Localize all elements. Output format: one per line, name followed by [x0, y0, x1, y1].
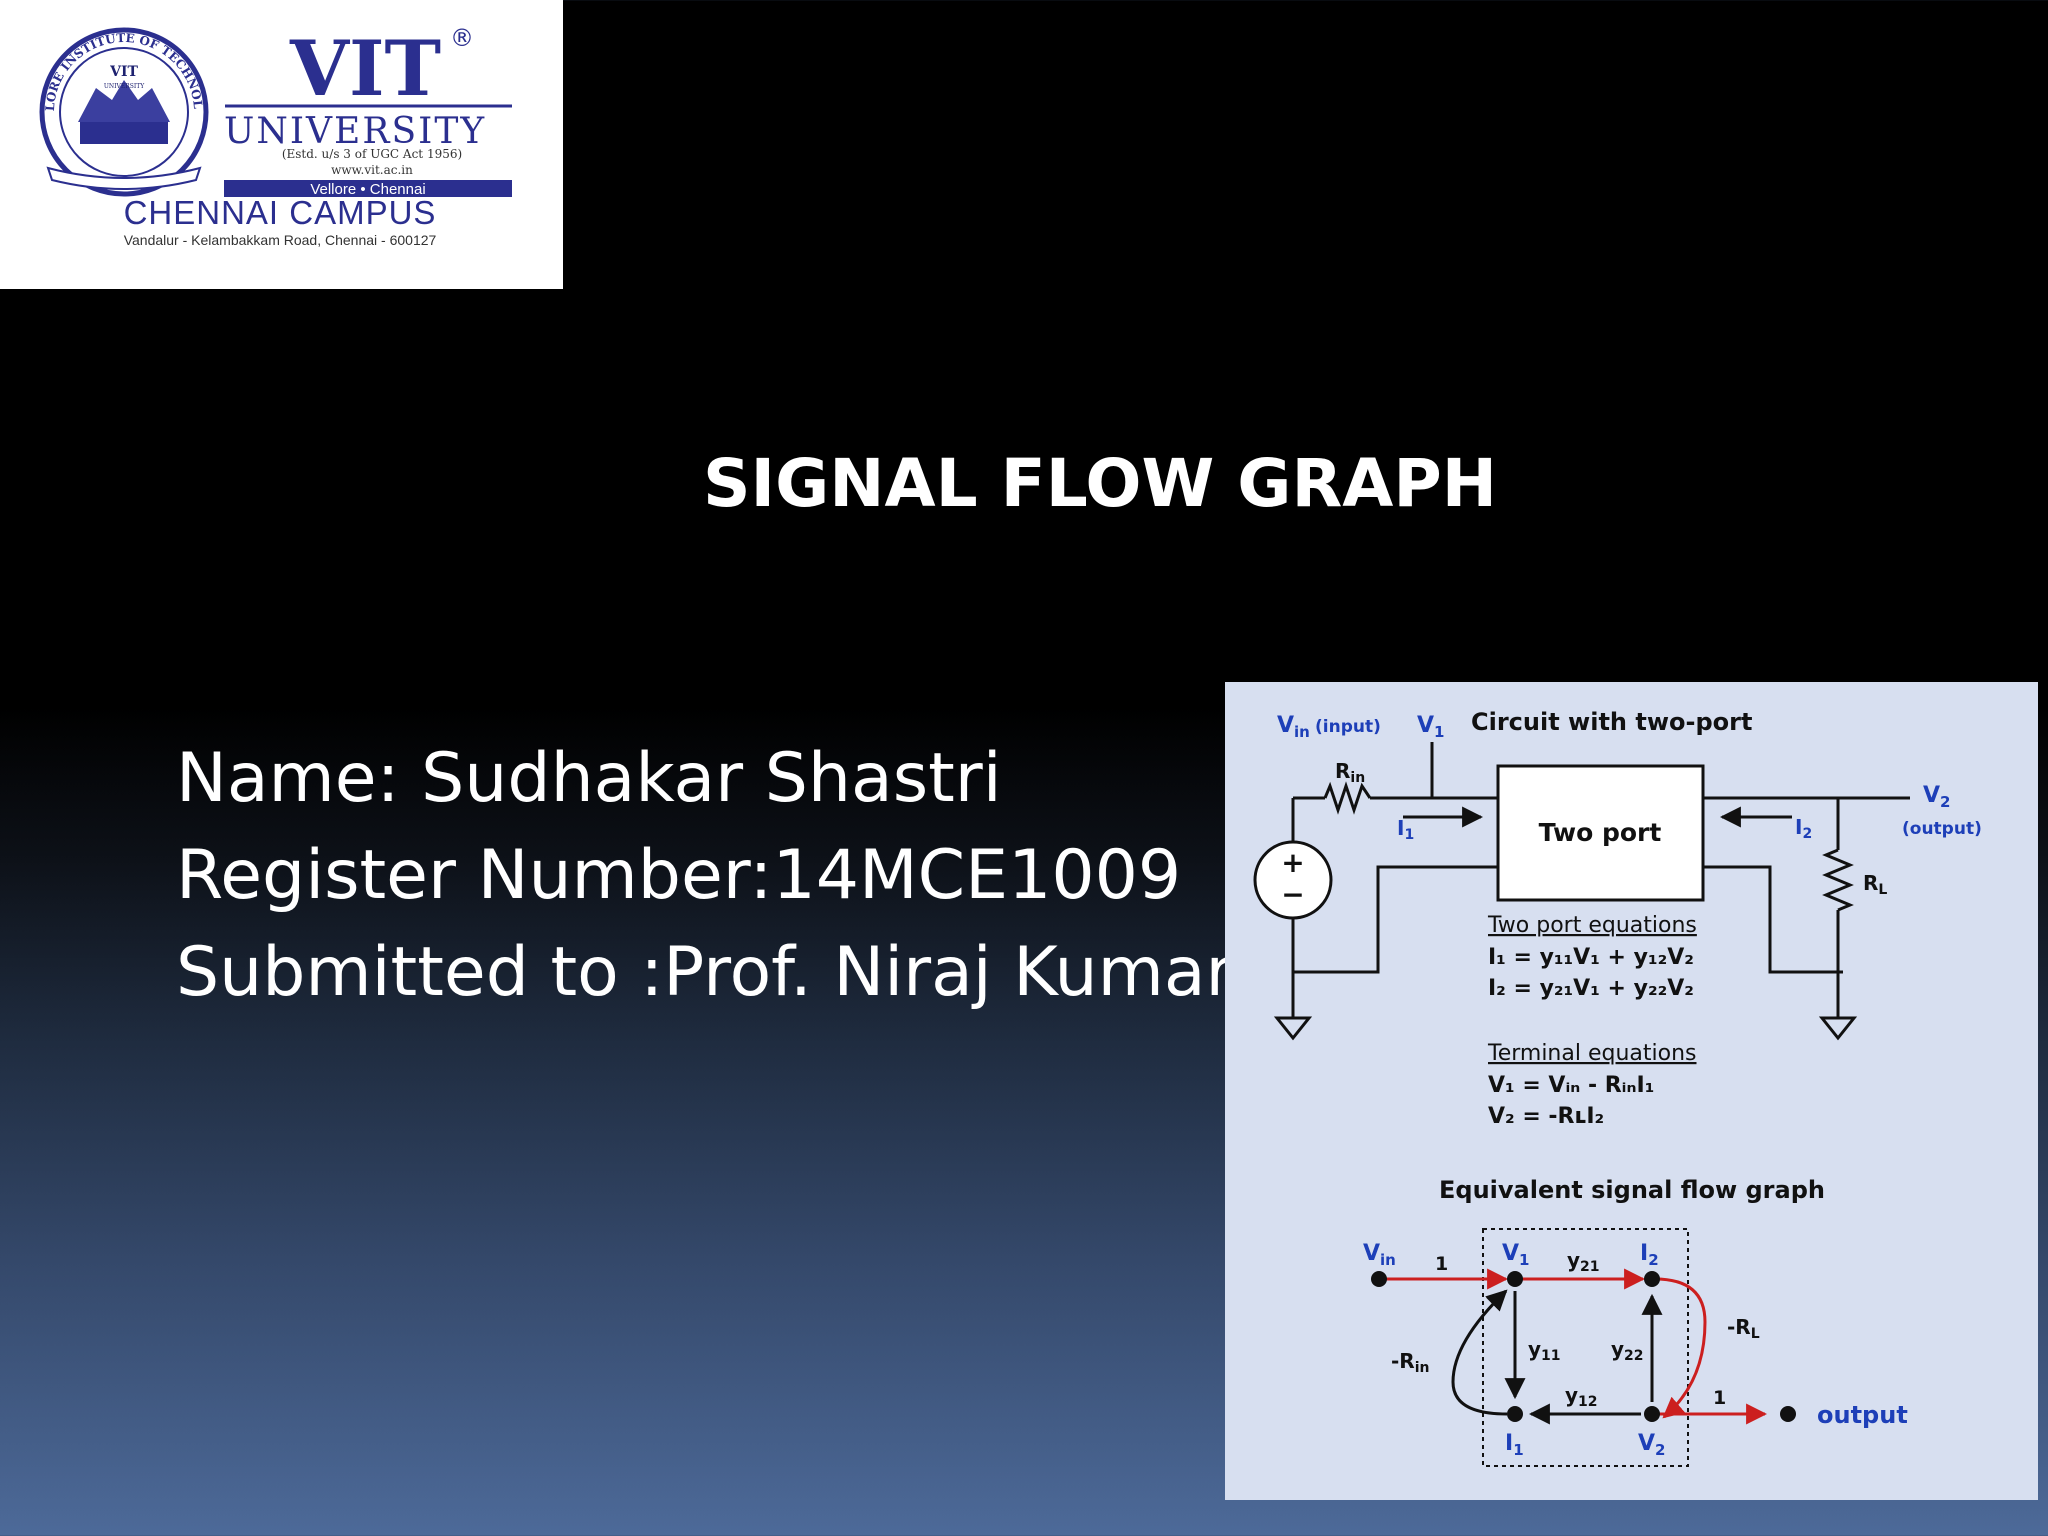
seal-inner: VIT [109, 64, 138, 80]
slide-title: SIGNAL FLOW GRAPH [703, 445, 1497, 522]
registered-mark: ® [450, 24, 474, 52]
svg-text:I2: I2 [1640, 1241, 1659, 1269]
eq-i1: I₁ = y₁₁V₁ + y₁₂V₂ [1488, 945, 1694, 970]
two-port-label: Two port [1539, 818, 1662, 847]
signal-flow-graph: Equivalent signal flow graph Vin V1 I2 I… [1363, 1176, 1908, 1467]
svg-text:y22: y22 [1611, 1337, 1644, 1364]
name-line: Name: Sudhakar Shastri [176, 739, 1002, 818]
svg-text:-Rin: -Rin [1391, 1349, 1429, 1376]
svg-text:+: + [1281, 846, 1304, 879]
svg-text:Rin: Rin [1335, 759, 1365, 786]
two-port-diagram: Vin (input) V1 Circuit with two-port [1225, 682, 2038, 1500]
seal-inner-sub: UNIVERSITY [104, 83, 145, 90]
submitted-line: Submitted to :Prof. Niraj Kumar [176, 933, 1234, 1012]
svg-text:I2: I2 [1795, 815, 1812, 842]
vin-label: Vin [1277, 713, 1310, 741]
svg-text:-RL: -RL [1727, 1315, 1760, 1342]
vit-logo: VELLORE INSTITUTE OF TECHNOLOGY VIT UNIV… [0, 0, 563, 289]
svg-text:RL: RL [1863, 871, 1887, 898]
brand-text: VIT [289, 24, 441, 113]
website-text: www.vit.ac.in [331, 163, 413, 177]
address-text: Vandalur - Kelambakkam Road, Chennai - 6… [124, 232, 437, 248]
estd-text: (Estd. u/s 3 of UGC Act 1956) [282, 147, 462, 161]
two-port-box [1496, 764, 1705, 902]
two-port-eq-title: Two port equations [1487, 913, 1697, 938]
equations: Two port equations I₁ = y₁₁V₁ + y₁₂V₂ I₂… [1487, 913, 1697, 1129]
gain-one-output: 1 [1713, 1387, 1726, 1409]
student-info: Name: Sudhakar Shastri Register Number:1… [176, 730, 1233, 1021]
vin-input-label: (input) [1315, 717, 1381, 737]
terminal-eq-title: Terminal equations [1487, 1041, 1697, 1066]
svg-text:−: − [1281, 878, 1304, 911]
svg-text:V2: V2 [1638, 1431, 1665, 1459]
university-seal: VELLORE INSTITUTE OF TECHNOLOGY VIT UNIV… [0, 0, 209, 197]
svg-text:y11: y11 [1528, 1337, 1561, 1364]
v1-label: V1 [1417, 713, 1444, 741]
svg-text:y12: y12 [1565, 1383, 1598, 1410]
circuit-title: Circuit with two-port [1471, 708, 1752, 736]
campus-text: CHENNAI CAMPUS [124, 194, 437, 231]
sfg-output-label: output [1817, 1401, 1908, 1429]
svg-text:I1: I1 [1397, 816, 1414, 843]
location-band: Vellore • Chennai [310, 181, 425, 198]
svg-text:V1: V1 [1502, 1241, 1529, 1269]
circuit-section: Vin (input) V1 Circuit with two-port [1253, 708, 1982, 1041]
sfg-title: Equivalent signal flow graph [1439, 1176, 1825, 1204]
output-paren-label: (output) [1902, 819, 1982, 839]
university-text: UNIVERSITY [224, 111, 486, 152]
register-line: Register Number:14MCE1009 [176, 836, 1182, 915]
svg-text:Vin: Vin [1363, 1241, 1396, 1269]
gain-one-input: 1 [1435, 1253, 1448, 1275]
svg-text:y21: y21 [1567, 1248, 1600, 1275]
v2-label: V2 [1923, 783, 1950, 811]
eq-v1: V₁ = Vᵢₙ - RᵢₙI₁ [1488, 1073, 1654, 1098]
svg-text:I1: I1 [1505, 1431, 1524, 1459]
eq-i2: I₂ = y₂₁V₁ + y₂₂V₂ [1488, 976, 1694, 1001]
eq-v2: V₂ = -RʟI₂ [1488, 1104, 1604, 1129]
